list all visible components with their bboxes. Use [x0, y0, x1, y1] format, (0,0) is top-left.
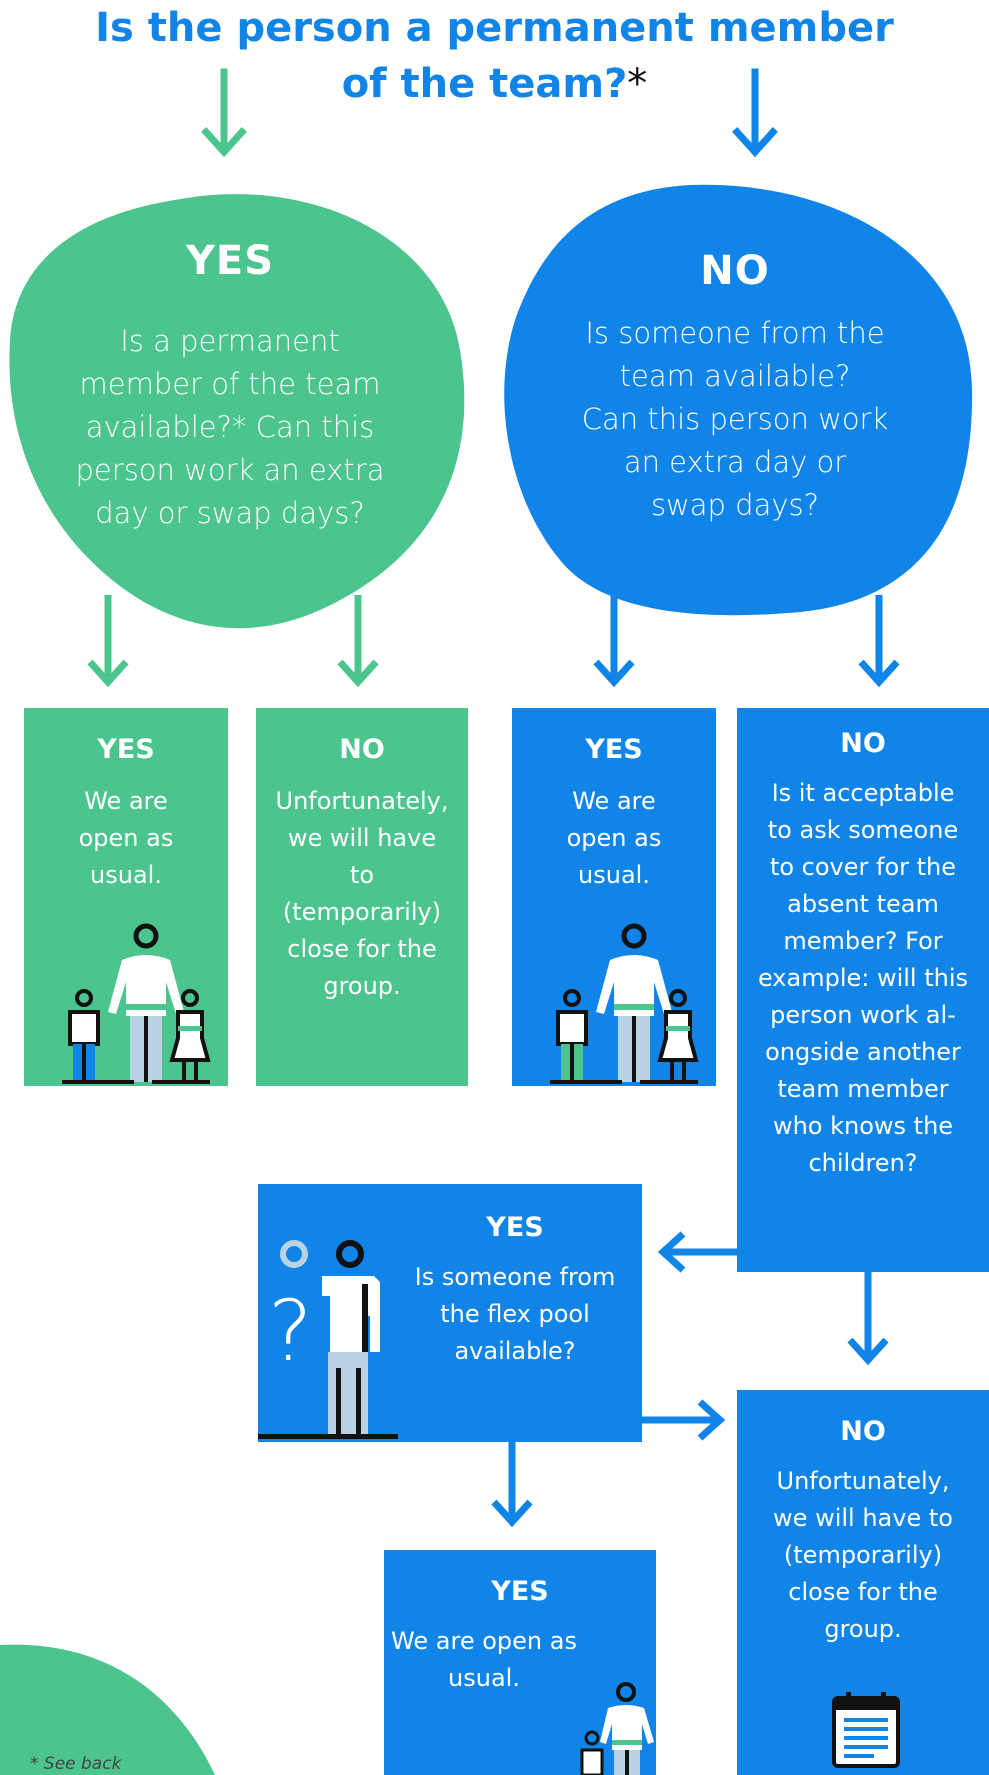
no-blob-question: Is someone from the team available? Can …: [535, 312, 935, 527]
box-line: to cover for the: [769, 853, 957, 881]
box-line: close for the: [287, 935, 437, 963]
box-line: team member: [777, 1075, 949, 1103]
flex-heading: YES: [486, 1212, 544, 1243]
box-line: to ask someone: [767, 816, 959, 844]
yes-blob-line: member of the team: [79, 367, 381, 401]
arrow-to-final-no: [847, 1272, 889, 1366]
final-yes-box: YES We are open as usual.: [384, 1550, 656, 1775]
title-asterisk: *: [627, 61, 648, 107]
svg-text:?: ?: [268, 1282, 313, 1380]
arrow-title-yes: [201, 68, 247, 158]
title-line-2: of the team?*: [0, 56, 989, 112]
arrow-flex-to-no: [642, 1399, 726, 1441]
person-question-icon: ?: [258, 1240, 398, 1439]
flex-pool-box: YES Is someone from the flex pool availa…: [258, 1184, 642, 1442]
box-line: we will have to: [773, 1504, 953, 1532]
no-blob-line: an extra day or: [623, 445, 847, 479]
blue-no-text: Is it acceptable to ask someone to cover…: [737, 775, 989, 1182]
box-line: Unfortunately,: [275, 787, 449, 815]
decor-blob: [0, 1644, 215, 1775]
arrow-flex-to-yes: [491, 1442, 533, 1528]
arrow-no-left: [593, 595, 635, 688]
family-icon: [62, 923, 211, 1084]
box-line: We are open as: [391, 1627, 577, 1655]
box-line: (temporarily): [783, 1541, 943, 1569]
box-line: we will have: [287, 824, 437, 852]
box-line: who knows the: [772, 1112, 954, 1140]
yes-blob-heading: YES: [185, 238, 275, 284]
box-line: person work al-: [770, 1001, 956, 1029]
blue-yes-text: We are open as usual.: [512, 783, 716, 894]
no-blob-line: swap days?: [650, 488, 820, 522]
yes-blob-line: person work an extra: [75, 453, 385, 487]
final-no-box: NO Unfortunately, we will have to (tempo…: [737, 1390, 989, 1775]
flex-pool-content: YES Is someone from the flex pool availa…: [388, 1184, 642, 1370]
box-line: Is it acceptable: [771, 779, 955, 807]
box-line: close for the: [788, 1578, 938, 1606]
yes-blob-content: YES Is a permanent member of the team av…: [30, 238, 430, 535]
box-line: group.: [323, 972, 401, 1000]
yes-blob-line: Is a permanent: [120, 324, 340, 358]
green-yes-heading: YES: [97, 734, 155, 765]
arrow-yes-right: [337, 595, 379, 688]
family-icon: [550, 923, 699, 1084]
no-blob-line: team available?: [619, 359, 851, 393]
box-line: to: [349, 861, 375, 889]
green-yes-box: YES We are open as usual.: [24, 708, 228, 1086]
blue-no-box: NO Is it acceptable to ask someone to co…: [737, 708, 989, 1272]
box-line: example: will this: [757, 964, 969, 992]
yes-blob-question: Is a permanent member of the team availa…: [30, 320, 430, 535]
blue-no-heading: NO: [840, 728, 886, 759]
title-line-2-text: of the team?: [341, 61, 628, 107]
box-line: available?: [454, 1337, 576, 1365]
no-blob-content: NO Is someone from the team available? C…: [535, 248, 935, 527]
box-line: open as: [566, 824, 662, 852]
arrow-to-flex: [657, 1231, 737, 1273]
green-no-text: Unfortunately, we will have to (temporar…: [256, 783, 468, 1005]
yes-blob: [9, 194, 465, 629]
blue-yes-heading: YES: [585, 734, 643, 765]
box-line: the flex pool: [440, 1300, 590, 1328]
box-line: usual.: [90, 861, 162, 889]
flex-text: Is someone from the flex pool available?: [388, 1259, 642, 1370]
arrow-yes-left: [87, 595, 129, 688]
final-no-heading: NO: [840, 1416, 886, 1447]
box-line: ongside another: [765, 1038, 961, 1066]
yes-blob-line: available?* Can this: [85, 410, 375, 444]
no-blob: [504, 184, 973, 616]
no-blob-heading: NO: [700, 248, 770, 294]
footnote: * See back: [30, 1754, 122, 1774]
no-blob-line: Can this person work: [581, 402, 889, 436]
page-title: Is the person a permanent member of the …: [0, 0, 989, 112]
box-line: Is someone from: [414, 1263, 616, 1291]
final-yes-text: We are open as usual.: [384, 1623, 584, 1697]
arrow-title-no: [732, 68, 778, 158]
yes-blob-line: day or swap days?: [95, 496, 365, 530]
box-line: children?: [808, 1149, 918, 1177]
final-no-text: Unfortunately, we will have to (temporar…: [737, 1463, 989, 1648]
arrow-no-right: [858, 595, 900, 688]
final-yes-heading: YES: [491, 1576, 549, 1607]
box-line: group.: [824, 1615, 902, 1643]
title-line-1: Is the person a permanent member: [95, 5, 894, 51]
box-line: usual.: [578, 861, 650, 889]
box-line: usual.: [448, 1664, 520, 1692]
box-line: member? For: [783, 927, 943, 955]
box-line: We are: [84, 787, 168, 815]
green-no-box: NO Unfortunately, we will have to (tempo…: [256, 708, 468, 1086]
box-line: Unfortunately,: [776, 1467, 950, 1495]
box-line: absent team: [787, 890, 939, 918]
box-line: open as: [78, 824, 174, 852]
calendar-icon: [832, 1692, 900, 1768]
green-yes-text: We are open as usual.: [24, 783, 228, 894]
green-no-heading: NO: [339, 734, 385, 765]
box-line: (temporarily): [282, 898, 442, 926]
blue-yes-box: YES We are open as usual.: [512, 708, 716, 1086]
no-blob-line: Is someone from the: [585, 316, 885, 350]
family-icon: [580, 1682, 654, 1775]
box-line: We are: [572, 787, 656, 815]
